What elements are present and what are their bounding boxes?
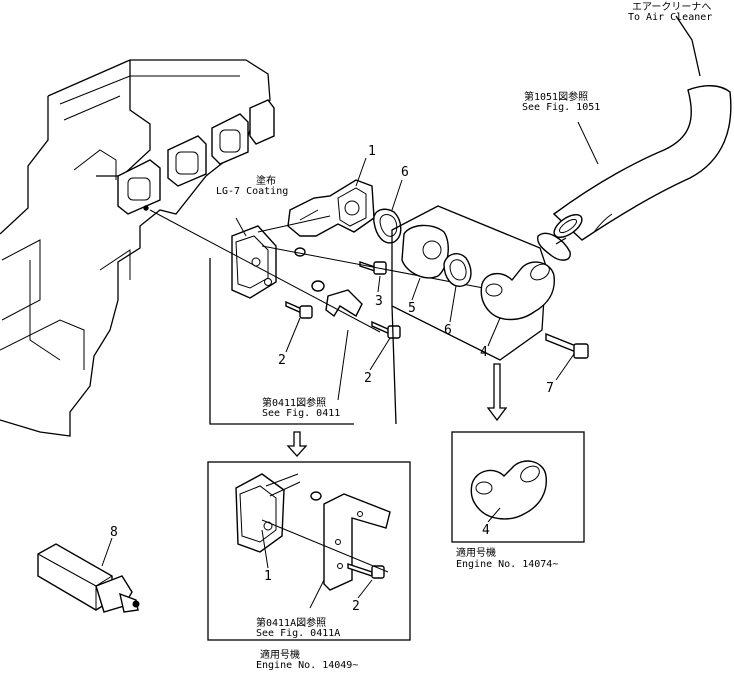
fig1051-leader (577, 121, 599, 165)
callout-3: 3 (375, 294, 383, 309)
callout-1-detail: 1 (264, 569, 272, 584)
callout-1-top: 1 (368, 144, 376, 159)
callout-2-detail: 2 (352, 599, 360, 614)
elbow-detail (470, 460, 547, 523)
annotation-labels: エアークリーナへ To Air Cleaner 第1051図参照 See Fig… (216, 1, 712, 671)
air-cleaner-label-en: To Air Cleaner (628, 12, 712, 23)
fig1051-label-en: See Fig. 1051 (522, 102, 600, 113)
callout-leaders (235, 157, 575, 401)
outlet-assembly (149, 179, 495, 339)
air-cleaner-hose (537, 85, 732, 261)
part-8 (37, 537, 140, 613)
callout-2-left: 2 (278, 353, 286, 368)
callout-6-top: 6 (401, 165, 409, 180)
callout-4: 4 (480, 345, 488, 360)
engine-a-label-en: Engine No. 14049~ (256, 660, 358, 671)
fig0411a-detail (235, 473, 391, 609)
fig0411-label-en: See Fig. 0411 (262, 408, 340, 419)
bolt-7 (545, 332, 589, 359)
fig1051-label-jp: 第1051図参照 (524, 90, 588, 103)
callout-numbers: 1 6 3 2 2 5 6 4 7 4 8 1 2 (110, 144, 554, 614)
coating-label-en: LG-7 Coating (216, 186, 288, 197)
fig0411a-box (207, 461, 411, 641)
engine-b-label-jp: 適用号機 (456, 546, 496, 559)
down-arrow-right (486, 363, 508, 422)
air-cleaner-leader (675, 15, 701, 77)
engine-block (0, 59, 275, 437)
elbow-part (480, 261, 555, 321)
fig0411a-label-en: See Fig. 0411A (256, 628, 340, 639)
fig0411-box-right (391, 305, 397, 425)
callout-6-mid: 6 (444, 323, 452, 338)
callout-7: 7 (546, 381, 554, 396)
callout-8: 8 (110, 525, 118, 540)
engine-a-label-jp: 適用号機 (260, 648, 300, 661)
callout-5: 5 (408, 301, 416, 316)
gasket-part (443, 253, 472, 287)
coating-label-jp: 塗布 (256, 174, 276, 187)
flange-part (401, 224, 449, 279)
fig0411a-label-jp: 第0411A図参照 (256, 616, 326, 629)
callout-2-right: 2 (364, 371, 372, 386)
down-arrow-left (286, 431, 308, 457)
callout-4-detail: 4 (482, 523, 490, 538)
engine-b-label-en: Engine No. 14074~ (456, 559, 558, 570)
air-cleaner-label-jp: エアークリーナへ (632, 1, 711, 13)
fig0411-label-jp: 第0411図参照 (262, 396, 326, 409)
engine-14074-box (451, 431, 585, 543)
fig0411-box (209, 258, 354, 425)
